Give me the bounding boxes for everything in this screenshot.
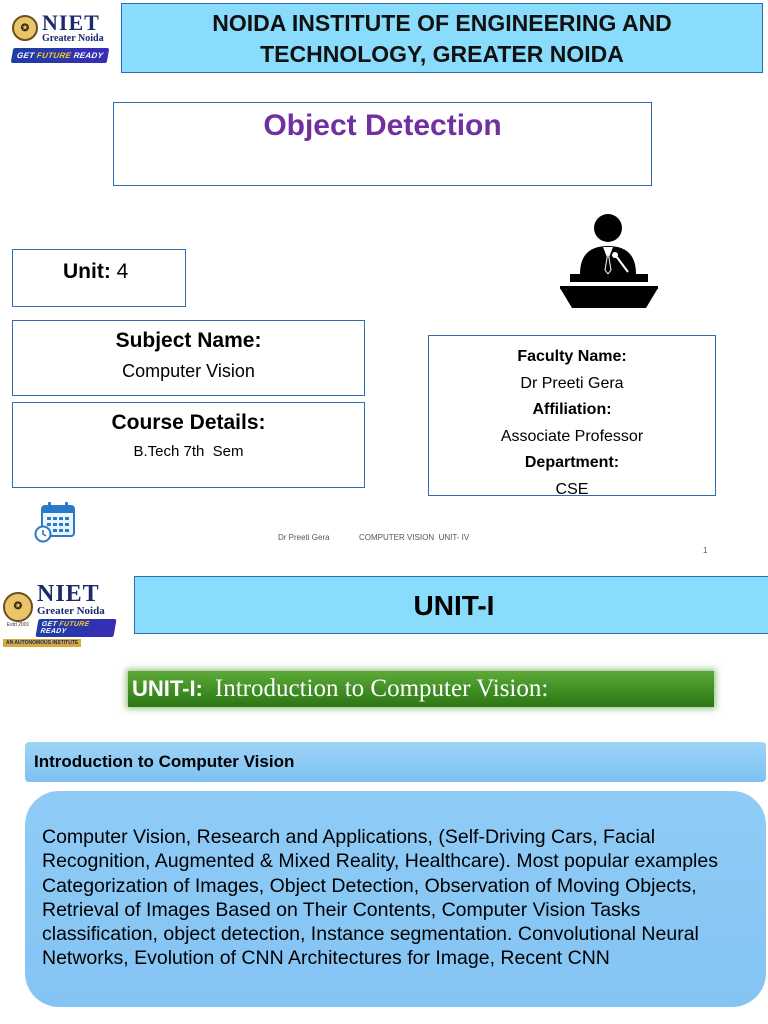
department-value: CSE [555,480,589,498]
institute-seal-icon: ✪ [12,15,38,41]
department-heading: Department: [524,454,620,471]
course-heading: Course Details: [111,411,266,434]
logo-strip: AN AUTONOMOUS INSTITUTE [3,639,82,647]
logo-sub: Greater Noida [42,33,104,44]
logo-name: NIET [37,581,100,607]
logo-tagline: GET FUTURE READY [10,48,110,63]
unit-intro-text: Introduction to Computer Vision: [214,675,549,702]
logo-sub: Greater Noida [37,605,105,617]
affiliation-heading: Affiliation: [532,401,612,418]
unit-label: Unit: [63,260,111,283]
institute-line-2: TECHNOLOGY, GREATER NOIDA [260,41,624,67]
logo-estd: Estd 2001 [6,621,30,628]
course-value: B.Tech 7th Sem [133,443,244,460]
subject-name-box: Subject Name: Computer Vision [12,320,365,396]
intro-heading-bar: Introduction to Computer Vision [25,742,766,782]
logo-tagline: GET FUTURE READY [35,619,117,637]
unit-box: Unit: 4 [12,249,186,307]
institute-name-header: NOIDA INSTITUTE OF ENGINEERING AND TECHN… [121,3,763,73]
institute-seal-icon: ✪ [3,591,33,622]
faculty-value: Dr Preeti Gera [520,374,624,392]
unit-intro-banner: UNIT-I: Introduction to Computer Vision: [128,671,714,707]
speaker-at-podium-icon [560,214,658,308]
page-title: Object Detection [263,109,502,142]
unit-title-header: UNIT-I [134,576,768,634]
faculty-box: Faculty Name: Dr Preeti Gera Affiliation… [428,335,716,498]
unit-intro-label: UNIT-I: [132,676,203,701]
niet-logo: ✪ NIET Greater Noida GET FUTURE READY [10,10,110,63]
subject-value: Computer Vision [122,361,255,381]
calendar-clock-icon [34,502,75,543]
footer-author: Dr Preeti Gera [278,533,330,542]
subject-title-box: Object Detection [113,102,652,186]
course-details-box: Course Details: B.Tech 7th Sem [12,402,365,488]
logo-name: NIET [42,10,100,35]
niet-logo-2: ✪ Estd 2001 NIET Greater Noida GET FUTUR… [3,581,117,647]
faculty-heading: Faculty Name: [517,348,627,365]
institute-line-1: NOIDA INSTITUTE OF ENGINEERING AND [212,10,672,36]
topics-description: Computer Vision, Research and Applicatio… [42,826,718,970]
affiliation-value: Associate Professor [500,427,644,445]
unit-value: 4 [116,260,129,283]
subject-heading: Subject Name: [115,329,262,352]
topics-description-box: Computer Vision, Research and Applicatio… [25,791,766,1007]
page-number: 1 [703,546,708,555]
footer-subject: COMPUTER VISION UNIT- IV [359,533,470,542]
